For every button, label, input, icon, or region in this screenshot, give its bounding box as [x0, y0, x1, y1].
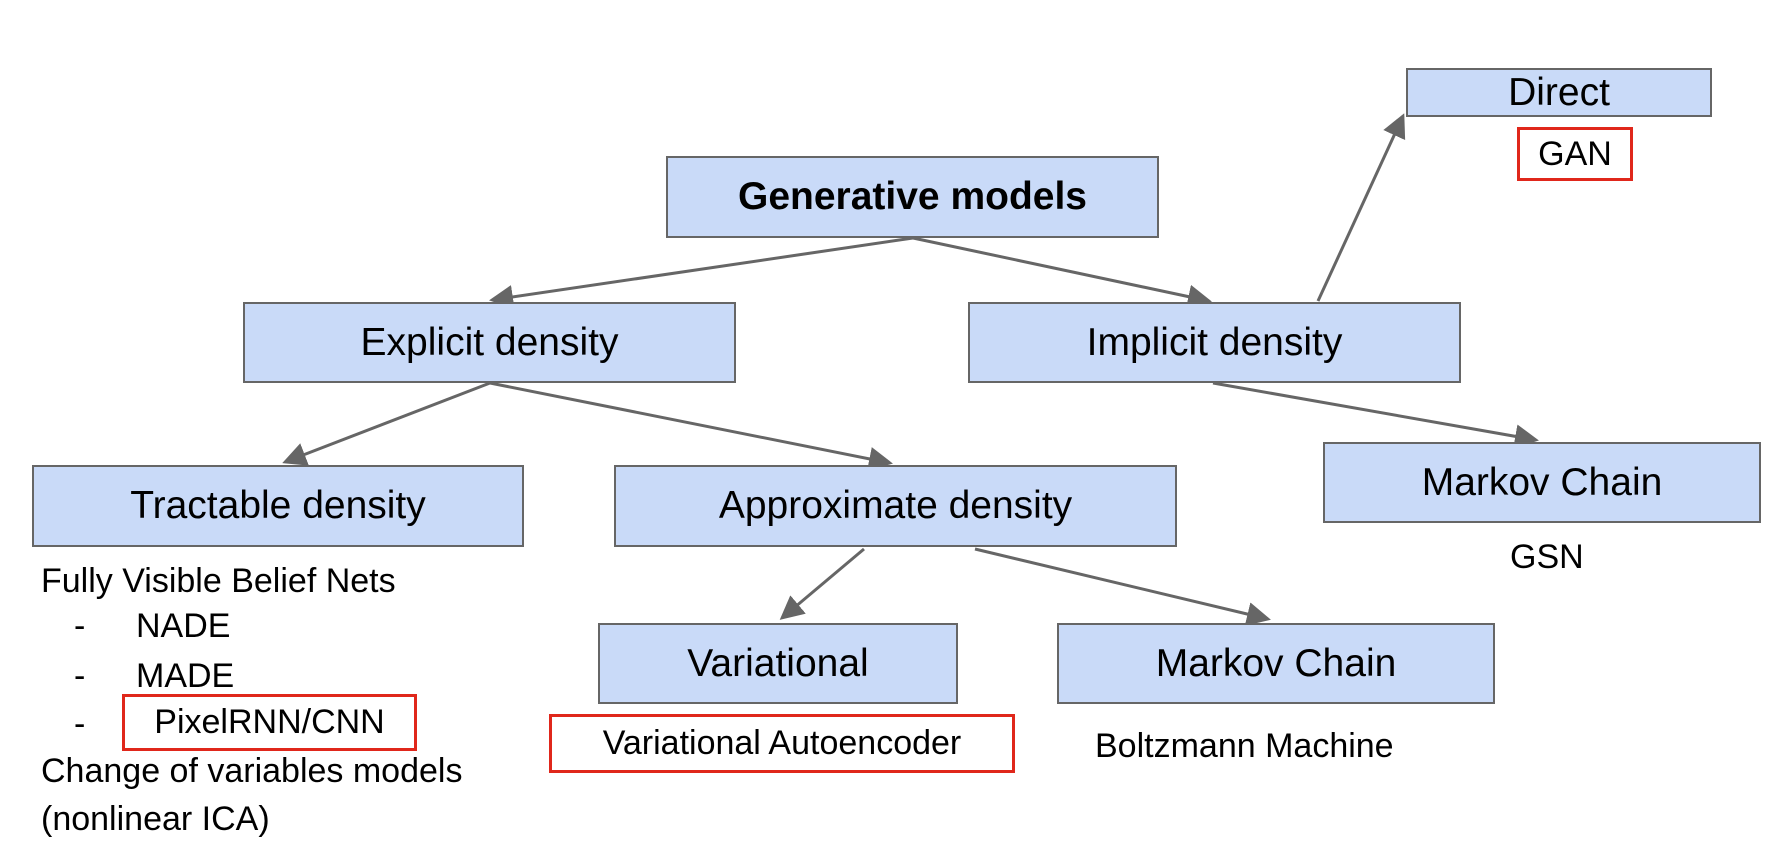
example-vae-highlight: Variational Autoencoder: [549, 714, 1015, 773]
node-label: Markov Chain: [1155, 641, 1397, 685]
node-generative-models: Generative models: [666, 156, 1159, 238]
edge-root-implicit: [912, 236, 1212, 309]
example-gan-highlight: GAN: [1517, 127, 1633, 181]
example-fvbn: Fully Visible Belief Nets: [41, 562, 396, 600]
node-label: Generative models: [738, 175, 1087, 218]
example-boltzmann: Boltzmann Machine: [1095, 727, 1394, 765]
node-implicit-density: Implicit density: [968, 302, 1461, 383]
edge-root-explicit: [489, 236, 914, 309]
bullet: -: [74, 705, 86, 743]
edge-implicit-direct: [1316, 113, 1406, 302]
example-vae: Variational Autoencoder: [602, 724, 962, 762]
edge-explicit-tractable: [282, 381, 491, 466]
node-markov-chain-implicit: Markov Chain: [1323, 442, 1761, 523]
node-label: Explicit density: [360, 320, 619, 364]
node-tractable-density: Tractable density: [32, 465, 524, 547]
node-label: Variational: [687, 641, 869, 685]
edge-explicit-approximate: [489, 381, 893, 471]
example-change-of-variables: Change of variables models: [41, 752, 463, 790]
node-markov-chain-approx: Markov Chain: [1057, 623, 1495, 704]
example-pixelrnn: PixelRNN/CNN: [154, 703, 385, 741]
node-label: Tractable density: [130, 484, 426, 527]
example-gsn: GSN: [1510, 538, 1584, 576]
node-variational: Variational: [598, 623, 958, 704]
example-made: MADE: [136, 657, 235, 695]
node-label: Implicit density: [1086, 320, 1343, 364]
node-direct: Direct: [1406, 68, 1712, 117]
edge-approximate-variational: [779, 547, 865, 620]
node-approximate-density: Approximate density: [614, 465, 1177, 547]
example-nonlinear-ica: (nonlinear ICA): [41, 800, 270, 838]
edge-approximate-markov: [974, 547, 1271, 626]
node-explicit-density: Explicit density: [243, 302, 736, 383]
edge-implicit-markov: [1212, 381, 1539, 449]
example-gan: GAN: [1538, 134, 1612, 173]
example-pixelrnn-highlight: PixelRNN/CNN: [122, 694, 417, 751]
bullet: -: [74, 607, 86, 645]
bullet: -: [74, 657, 86, 695]
node-label: Approximate density: [718, 484, 1073, 527]
node-label: Direct: [1508, 70, 1610, 114]
example-nade: NADE: [136, 607, 231, 645]
node-label: Markov Chain: [1421, 460, 1663, 504]
